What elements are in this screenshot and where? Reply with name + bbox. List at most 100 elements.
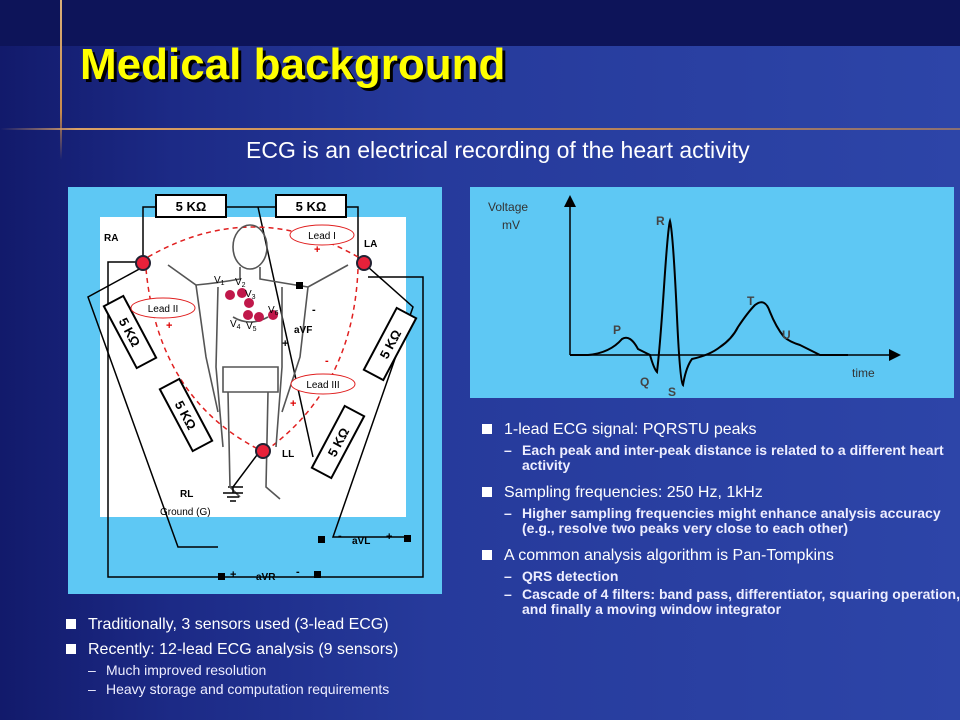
svg-text:V5: V5 bbox=[246, 321, 257, 333]
polarity-marks: + + + - bbox=[166, 244, 329, 410]
bullet-item: Recently: 12-lead ECG analysis (9 sensor… bbox=[54, 640, 534, 659]
bullet-text: Sampling frequencies: 250 Hz, 1kHz bbox=[504, 484, 763, 501]
avf-label: aVF bbox=[294, 325, 312, 336]
peak-q: Q bbox=[640, 375, 649, 389]
svg-text:V1: V1 bbox=[214, 275, 225, 287]
electrode-ll bbox=[255, 443, 271, 459]
v1-sub: 1 bbox=[221, 280, 225, 287]
lead-diagram-svg: 5 KΩ 5 KΩ 5 KΩ 5 KΩ 5 KΩ 5 KΩ bbox=[87, 194, 424, 583]
svg-text:V4: V4 bbox=[230, 319, 241, 331]
minus-sign: - bbox=[312, 304, 316, 316]
ecg-waveform-svg: Voltage mV time P Q R S T U bbox=[488, 195, 901, 399]
v6-label: V bbox=[268, 305, 275, 316]
v-labels: V1 V2 V3 V4 V5 V6 bbox=[214, 275, 279, 333]
bullet-item: A common analysis algorithm is Pan-Tompk… bbox=[470, 546, 960, 565]
ra-label: RA bbox=[104, 233, 118, 244]
resistor-label: 5 KΩ bbox=[296, 199, 327, 214]
sub-bullet-item: Heavy storage and computation requiremen… bbox=[54, 681, 534, 698]
lead-iii-badge bbox=[290, 373, 356, 395]
bullet-text: A common analysis algorithm is Pan-Tompk… bbox=[504, 547, 834, 564]
sub-bullet-text: Heavy storage and computation requiremen… bbox=[106, 681, 390, 697]
v2-label: V bbox=[235, 277, 242, 288]
right-bullet-list: 1-lead ECG signal: PQRSTU peaks Each pea… bbox=[470, 420, 960, 617]
peak-u: U bbox=[782, 328, 791, 342]
electrode-v2 bbox=[237, 288, 247, 298]
minus-sign: - bbox=[338, 530, 342, 542]
bullet-item: 1-lead ECG signal: PQRSTU peaks bbox=[470, 420, 960, 439]
bullet-item: Sampling frequencies: 250 Hz, 1kHz bbox=[470, 483, 960, 502]
ground-label: Ground (G) bbox=[160, 507, 211, 518]
ll-label: LL bbox=[282, 449, 294, 460]
terminal-polarity: - + - + + - bbox=[230, 304, 392, 581]
v6-sub: 6 bbox=[275, 310, 279, 317]
electrode-la bbox=[356, 255, 372, 271]
v4-label: V bbox=[230, 319, 237, 330]
bullet-text: Traditionally, 3 sensors used (3-lead EC… bbox=[88, 616, 389, 633]
y-axis-label: Voltage bbox=[488, 200, 528, 214]
x-axis-label: time bbox=[852, 366, 875, 380]
avr-label: aVR bbox=[256, 572, 276, 583]
lead-ii-label: Lead II bbox=[148, 304, 179, 315]
bullet-item: Traditionally, 3 sensors used (3-lead EC… bbox=[54, 615, 534, 634]
v2-sub: 2 bbox=[242, 282, 246, 289]
electrode-v6 bbox=[268, 310, 278, 320]
peak-p: P bbox=[613, 323, 621, 337]
resistor-label: 5 KΩ bbox=[176, 199, 207, 214]
peak-r: R bbox=[656, 214, 665, 228]
minus-sign: - bbox=[296, 566, 300, 578]
sub-bullet-item: Higher sampling frequencies might enhanc… bbox=[470, 506, 960, 536]
terminals bbox=[218, 282, 411, 580]
lead-ii-badge bbox=[130, 297, 196, 319]
avl-label: aVL bbox=[352, 536, 370, 547]
electrodes bbox=[135, 255, 372, 459]
v4-sub: 4 bbox=[237, 324, 241, 331]
bullet-text: 1-lead ECG signal: PQRSTU peaks bbox=[504, 421, 757, 438]
svg-text:V6: V6 bbox=[268, 305, 279, 317]
plus-sign: + bbox=[230, 569, 236, 581]
v3-sub: 3 bbox=[252, 294, 256, 301]
v5-label: V bbox=[246, 321, 253, 332]
rl-label: RL bbox=[180, 489, 193, 500]
slide-title: Medical background bbox=[80, 40, 506, 89]
v5-sub: 5 bbox=[253, 326, 257, 333]
plus-sign: + bbox=[314, 244, 320, 256]
human-figure bbox=[167, 224, 349, 500]
sub-bullet-text: Each peak and inter-peak distance is rel… bbox=[522, 442, 944, 473]
electrode-v3 bbox=[244, 298, 254, 308]
svg-text:V2: V2 bbox=[235, 277, 246, 289]
resistors: 5 KΩ 5 KΩ 5 KΩ 5 KΩ 5 KΩ 5 KΩ bbox=[102, 194, 418, 480]
ecg-waveform-panel: Voltage mV time P Q R S T U bbox=[470, 187, 954, 399]
sub-bullet-item: Much improved resolution bbox=[54, 662, 534, 679]
electrode-v1 bbox=[225, 290, 235, 300]
lead-i-badge bbox=[289, 224, 355, 246]
y-axis-unit: mV bbox=[502, 218, 520, 232]
slide-subtitle: ECG is an electrical recording of the he… bbox=[246, 137, 750, 163]
peak-t: T bbox=[747, 294, 755, 308]
sub-bullet-item: Each peak and inter-peak distance is rel… bbox=[470, 443, 960, 473]
electrode-v4 bbox=[243, 310, 253, 320]
sub-bullet-text: Much improved resolution bbox=[106, 662, 267, 678]
plus-sign: + bbox=[282, 338, 288, 350]
bullet-text: Recently: 12-lead ECG analysis (9 sensor… bbox=[88, 641, 399, 658]
peak-s: S bbox=[668, 385, 676, 398]
sub-bullet-text: Higher sampling frequencies might enhanc… bbox=[522, 505, 941, 536]
accent-vertical-line bbox=[60, 0, 62, 160]
v1-label: V bbox=[214, 275, 221, 286]
electrode-ra bbox=[135, 255, 151, 271]
sub-bullet-text: QRS detection bbox=[522, 568, 619, 584]
plus-sign: + bbox=[166, 320, 172, 332]
top-band bbox=[0, 0, 960, 46]
ecg-lead-diagram: 5 KΩ 5 KΩ 5 KΩ 5 KΩ 5 KΩ 5 KΩ bbox=[68, 187, 442, 594]
left-bullet-list: Traditionally, 3 sensors used (3-lead EC… bbox=[54, 615, 534, 697]
svg-text:V3: V3 bbox=[245, 289, 256, 301]
lead-i-label: Lead I bbox=[308, 231, 336, 242]
minus-sign: - bbox=[325, 355, 329, 367]
sub-bullet-item: Cascade of 4 filters: band pass, differe… bbox=[470, 587, 960, 617]
plus-sign: + bbox=[386, 531, 392, 543]
accent-horizontal-line bbox=[0, 128, 960, 130]
ecg-trace bbox=[570, 217, 848, 388]
ground-symbol bbox=[223, 487, 243, 502]
sub-bullet-text: Cascade of 4 filters: band pass, differe… bbox=[522, 586, 960, 617]
electrode-v5 bbox=[254, 312, 264, 322]
la-label: LA bbox=[364, 239, 377, 250]
